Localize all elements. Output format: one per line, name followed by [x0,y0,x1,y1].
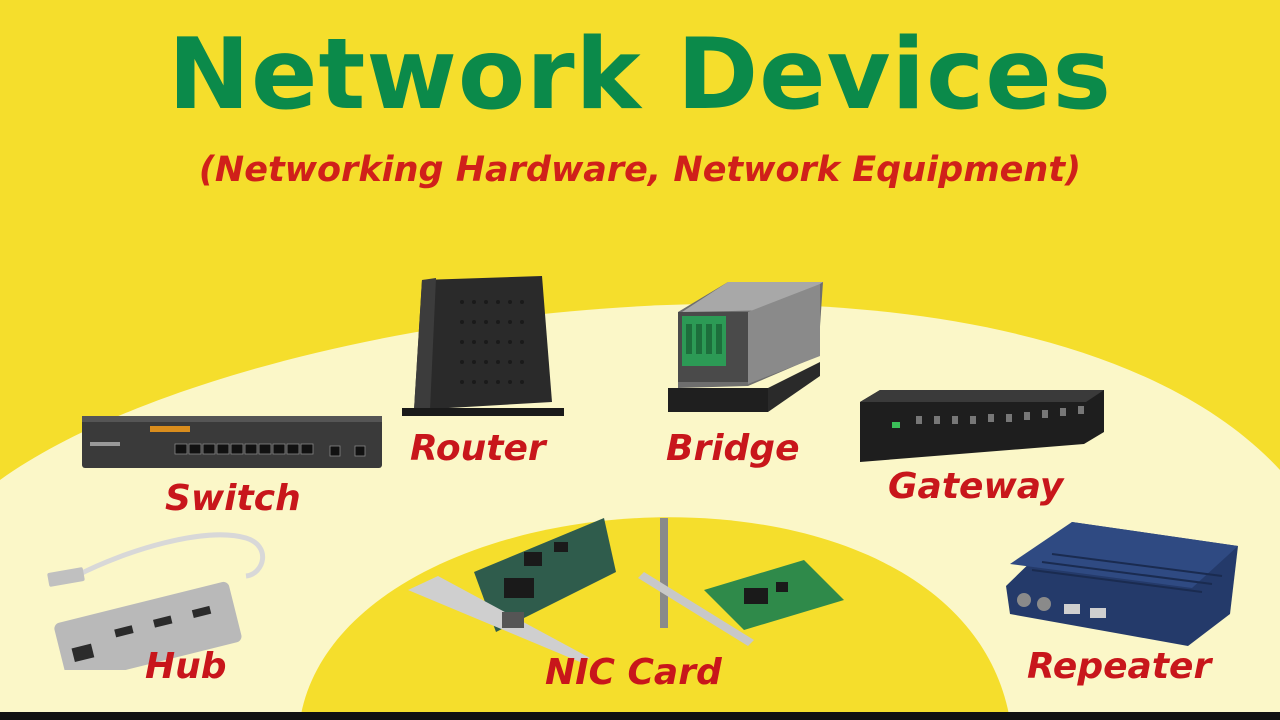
repeater-icon [1006,522,1238,646]
hub-label: Hub [145,646,227,687]
bridge-label: Bridge [666,428,800,469]
nic-card-icon [408,518,844,662]
gateway-label: Gateway [888,466,1064,507]
switch-label: Switch [165,478,301,519]
bridge-icon [668,282,823,412]
switch-icon [82,416,382,468]
page-title: Network Devices [168,18,1112,132]
repeater-label: Repeater [1027,646,1212,687]
nic-card-label: NIC Card [545,652,722,693]
router-icon [402,276,564,416]
router-label: Router [410,428,546,469]
gateway-icon [860,390,1104,462]
page-subtitle: (Networking Hardware, Network Equipment) [198,150,1082,190]
hub-icon [47,532,266,670]
